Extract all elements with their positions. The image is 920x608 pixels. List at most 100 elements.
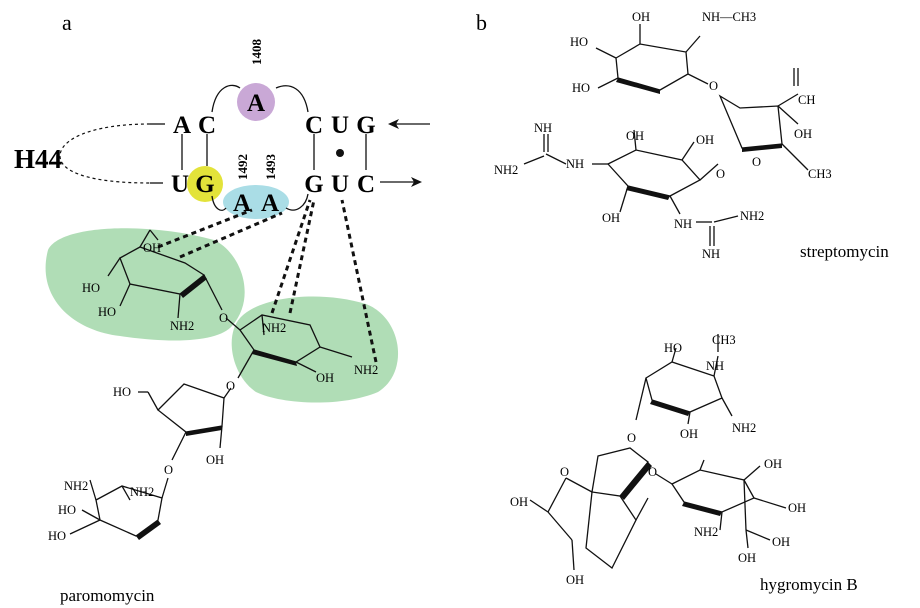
strep-oh4-bond: [681, 141, 695, 161]
bulge-arc-left: [211, 84, 241, 113]
strep-nh2-a: NH2: [494, 163, 518, 177]
paromomycin-structure: OH HO HO NH2 O NH2 NH2 OH O HO OH O NH2: [45, 199, 399, 605]
strep-ho1: HO: [570, 35, 588, 49]
hbond-nh2-g: [270, 199, 312, 314]
strep-ring2-wedge: [742, 144, 782, 152]
hbond-oh-a1493: [157, 208, 253, 249]
base-a1493: A: [261, 190, 279, 217]
strep-nh-d: NH: [702, 247, 720, 261]
ring2-o-down-label: O: [226, 379, 235, 393]
ring1-o-link: [203, 274, 223, 311]
hyg-oh6: OH: [772, 535, 790, 549]
hyg-oh2: OH: [510, 495, 528, 509]
ring4-nh2-b: NH2: [130, 485, 154, 499]
strep-ch3: CH3: [808, 167, 832, 181]
strep-nh-c-bond: [669, 195, 681, 215]
arrow-in-head: [388, 119, 399, 129]
ring1-binding-region: [45, 228, 245, 341]
hyg-oh2-bond: [529, 499, 549, 513]
hyg-oh7-bond: [745, 529, 749, 549]
strep-o1: O: [709, 79, 718, 93]
strep-ch2-bond: [597, 77, 619, 89]
strep-oh3-bond: [633, 129, 637, 151]
strep-ring2-bonds: [718, 94, 783, 149]
hyg-o-bridge: [635, 497, 649, 521]
strep-ring-o: O: [752, 155, 761, 169]
helix-loop: [59, 123, 151, 184]
ribose-o-link: [171, 431, 187, 461]
ring4-nh2-a-bond: [89, 479, 97, 501]
hyg-ch3: CH3: [712, 333, 736, 347]
hbond-nh2-g-2: [288, 199, 316, 314]
strep-o2: O: [716, 167, 725, 181]
a1408-highlight: [237, 83, 275, 121]
strep-nh-b: NH: [534, 121, 552, 135]
hyg-ring3-ch2: [547, 477, 567, 513]
ring4-ho-b: HO: [48, 529, 66, 543]
ring1-wedge: [180, 275, 207, 298]
strep-ring1-wedge: [616, 78, 660, 94]
ring1-nh2-bond: [177, 293, 181, 319]
bottom-base-2: G: [195, 171, 214, 198]
hyg-oh4: OH: [764, 457, 782, 471]
strep-nh-bond: [685, 35, 701, 53]
hyg-ring3-bonds: [585, 491, 637, 569]
strep-nh2-b: NH2: [740, 209, 764, 223]
ring1-nh2: NH2: [170, 319, 194, 333]
strep-oh5-bond: [619, 185, 629, 213]
ring1-oh: OH: [143, 241, 161, 255]
ring4-nh2-a: NH2: [64, 479, 88, 493]
strep-oh5: OH: [602, 211, 620, 225]
ribose-bonds: [157, 383, 225, 433]
strep-oh2: OH: [794, 127, 812, 141]
hyg-nh2-bond: [721, 397, 733, 417]
num-1408: 1408: [249, 39, 264, 66]
hyg-oh6-bond: [745, 529, 771, 541]
hyg-oh1-bond: [687, 411, 691, 425]
hyg-o-bridge-label: O: [648, 465, 657, 479]
ribose-oh: OH: [206, 453, 224, 467]
hyg-ch2-bond: [743, 479, 747, 531]
hyg-ring3-c5: [547, 511, 573, 541]
ring2-nh2-right-bond: [319, 346, 353, 358]
aa-highlight: [223, 185, 289, 219]
streptomycin-structure: OH NH—CH3 HO HO O CH OH CH3 O OH OH OH O: [494, 10, 889, 261]
strep-cho-bond: [777, 93, 799, 107]
base-a1492: A: [233, 190, 251, 217]
hyg-o-link1: O: [627, 431, 636, 445]
hyg-oh4-bond: [743, 465, 761, 481]
strep-cho: CH: [798, 93, 815, 107]
strep-ring3-bonds: [606, 149, 702, 197]
top-base-4: U: [331, 112, 349, 139]
bottom-base-1: U: [171, 171, 189, 198]
bottom-base-3: G: [304, 171, 323, 198]
helix-h44: A 1408 A C C U G U G G U C A A 1492 1493…: [14, 39, 430, 219]
ring2-nh2-right: NH2: [354, 363, 378, 377]
hyg-oh5-bond: [753, 497, 787, 509]
ring2-nh2-bond: [261, 314, 265, 336]
hyg-nh-bond: [713, 355, 719, 377]
ring4-ho-b-bond: [69, 519, 101, 535]
strep-nh-a: NH: [566, 157, 584, 171]
panel-label-b: b: [476, 10, 487, 35]
hyg-ho1-bond: [671, 347, 677, 363]
paromomycin-label: paromomycin: [60, 586, 155, 605]
top-base-3: C: [305, 112, 323, 139]
hyg-nh: NH: [706, 359, 724, 373]
strep-oh2-bond: [777, 105, 799, 125]
arrow-out-head: [411, 177, 422, 187]
ring2-o-bond: [225, 317, 241, 331]
ring1-ho-bond: [107, 257, 121, 277]
hyg-oh5: OH: [788, 501, 806, 515]
streptomycin-label: streptomycin: [800, 242, 889, 261]
bottom-base-5: C: [357, 171, 375, 198]
hygromycin-structure: NH CH3 HO OH NH2 O O OH OH O OH OH NH2: [510, 333, 858, 594]
hyg-ring2-wedge: [620, 462, 652, 500]
hyg-oh7: OH: [738, 551, 756, 565]
strep-ring3-wedge: [626, 186, 670, 200]
ribose-link: [223, 387, 232, 399]
strep-gua2-nh2-bond: [713, 215, 739, 223]
num-1492: 1492: [235, 154, 250, 180]
top-base-5: G: [356, 112, 375, 139]
ring2-o: O: [219, 311, 228, 325]
